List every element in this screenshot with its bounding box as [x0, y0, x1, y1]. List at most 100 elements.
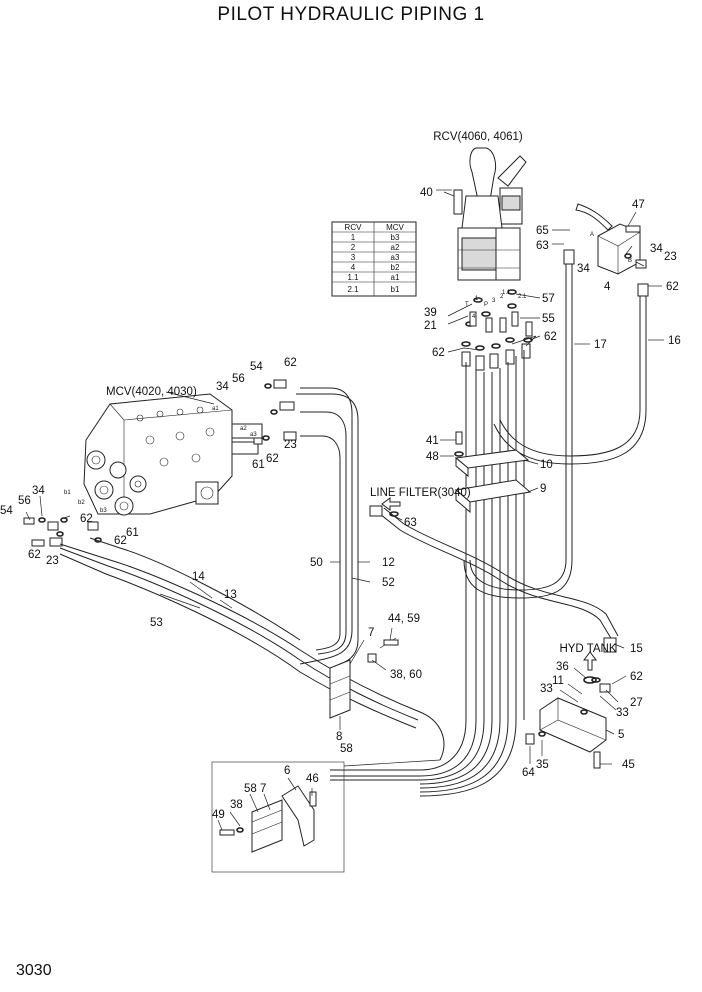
- callout-48: 48: [426, 451, 439, 463]
- callout-40: 40: [420, 187, 433, 199]
- table-cell: 3: [351, 253, 356, 262]
- table-cell: a3: [391, 253, 400, 262]
- table-cell: b3: [391, 233, 400, 242]
- callout-21: 21: [424, 320, 437, 332]
- callout-9: 9: [540, 483, 546, 495]
- callout-27: 27: [630, 697, 643, 709]
- callout-54: 54: [0, 505, 13, 517]
- hose-17-16: [463, 249, 649, 599]
- callout-53: 53: [150, 617, 163, 629]
- callout-33: 33: [540, 683, 553, 695]
- callout-62: 62: [284, 357, 297, 369]
- port-mark: B: [628, 258, 632, 264]
- page-number: 3030: [16, 962, 52, 979]
- callout-4: 4: [604, 281, 611, 293]
- callout-55: 55: [542, 313, 555, 325]
- callout-44-59: 44, 59: [388, 613, 420, 625]
- callout-56: 56: [232, 373, 245, 385]
- mcv-label: MCV(4020, 4030): [106, 386, 197, 398]
- table-cell: a2: [391, 243, 400, 252]
- table-cell: b1: [391, 285, 400, 294]
- rcv-port-fittings: [461, 289, 533, 371]
- line-filter-label: LINE FILTER(3040): [370, 487, 471, 499]
- port-mark: P: [484, 302, 488, 308]
- page-title: PILOT HYDRAULIC PIPING 1: [217, 4, 485, 25]
- callout-14: 14: [192, 571, 205, 583]
- port-mark: 2: [500, 294, 504, 300]
- callout-49: 49: [212, 809, 225, 821]
- hose-15: [369, 505, 619, 653]
- callout-47: 47: [632, 199, 645, 211]
- callout-33: 33: [616, 707, 629, 719]
- callout-61: 61: [252, 459, 265, 471]
- callout-63: 63: [536, 240, 549, 252]
- callout-38-60: 38, 60: [390, 669, 422, 681]
- callout-56: 56: [18, 495, 31, 507]
- callout-23: 23: [284, 439, 297, 451]
- callout-62: 62: [28, 549, 41, 561]
- callout-58: 58: [244, 783, 257, 795]
- callout-7: 7: [260, 783, 266, 795]
- drain-block: [525, 651, 611, 769]
- hyd-tank-label: HYD TANK: [559, 643, 616, 655]
- table-cell: 4: [351, 263, 356, 272]
- mcv-fittings: [23, 379, 297, 547]
- table-cell: 2.1: [347, 285, 359, 294]
- callout-8: 8: [336, 731, 342, 743]
- pipes-50-12-52: [296, 387, 359, 665]
- callout-62: 62: [266, 453, 279, 465]
- callout-54: 54: [250, 361, 263, 373]
- callout-62: 62: [544, 331, 557, 343]
- port-mark: 3: [492, 298, 496, 304]
- callout-13: 13: [224, 589, 237, 601]
- port-mark: 1: [475, 296, 479, 302]
- port-mark: b2: [78, 500, 85, 506]
- callout-45: 45: [622, 759, 635, 771]
- callout-34: 34: [32, 485, 45, 497]
- line-filter-arrow: [381, 497, 401, 511]
- bracket-inset: [211, 759, 441, 873]
- pipes-14-13-53: [59, 537, 445, 761]
- callout-15: 15: [630, 643, 643, 655]
- port-mark: A: [590, 232, 594, 238]
- leader-lines: [25, 189, 664, 831]
- port-mark: 4: [472, 314, 476, 320]
- callout-35: 35: [536, 759, 549, 771]
- callout-34: 34: [650, 243, 663, 255]
- callout-62: 62: [666, 281, 679, 293]
- callout-41: 41: [426, 435, 439, 447]
- callout-36: 36: [556, 661, 569, 673]
- rcv-joystick-valve: [443, 147, 527, 281]
- callout-61: 61: [126, 527, 139, 539]
- callout-63: 63: [404, 517, 417, 529]
- callout-46: 46: [306, 773, 319, 785]
- table-cell: 1.1: [347, 273, 359, 282]
- table-cell: a1: [391, 273, 400, 282]
- pipe-clamps: [454, 431, 532, 514]
- port-mark: a3: [250, 432, 257, 438]
- port-mark: T: [465, 302, 469, 308]
- callout-10: 10: [540, 459, 553, 471]
- callout-58: 58: [340, 743, 353, 755]
- port-mark: 2.1: [518, 294, 527, 300]
- callout-23: 23: [664, 251, 677, 263]
- callout-23: 23: [46, 555, 59, 567]
- callout-64: 64: [522, 767, 535, 779]
- callout-39: 39: [424, 307, 437, 319]
- shuttle-valve: [575, 203, 647, 275]
- port-mark: a1: [212, 406, 219, 412]
- callout-17: 17: [594, 339, 607, 351]
- table-header-mcv: MCV: [386, 223, 404, 232]
- port-marks: T 1 P 3 4 2 1.1 2.1 A B a1 a2 a3 b1 b2 b…: [64, 232, 632, 514]
- callout-62: 62: [432, 347, 445, 359]
- pipe-bundle: [330, 350, 525, 797]
- rcv-mcv-port-table: RCV MCV 1 b3 2 a2 3 a3 4 b2 1.1 a1 2.1 b…: [331, 221, 417, 297]
- callout-5: 5: [618, 729, 624, 741]
- callouts: 40 65 63 47 34 34 23 4 62 39 21 57 55 62…: [0, 187, 681, 821]
- callout-50: 50: [310, 557, 323, 569]
- callout-62: 62: [80, 513, 93, 525]
- callout-34: 34: [216, 381, 229, 393]
- port-mark: a2: [240, 426, 247, 432]
- callout-65: 65: [536, 225, 549, 237]
